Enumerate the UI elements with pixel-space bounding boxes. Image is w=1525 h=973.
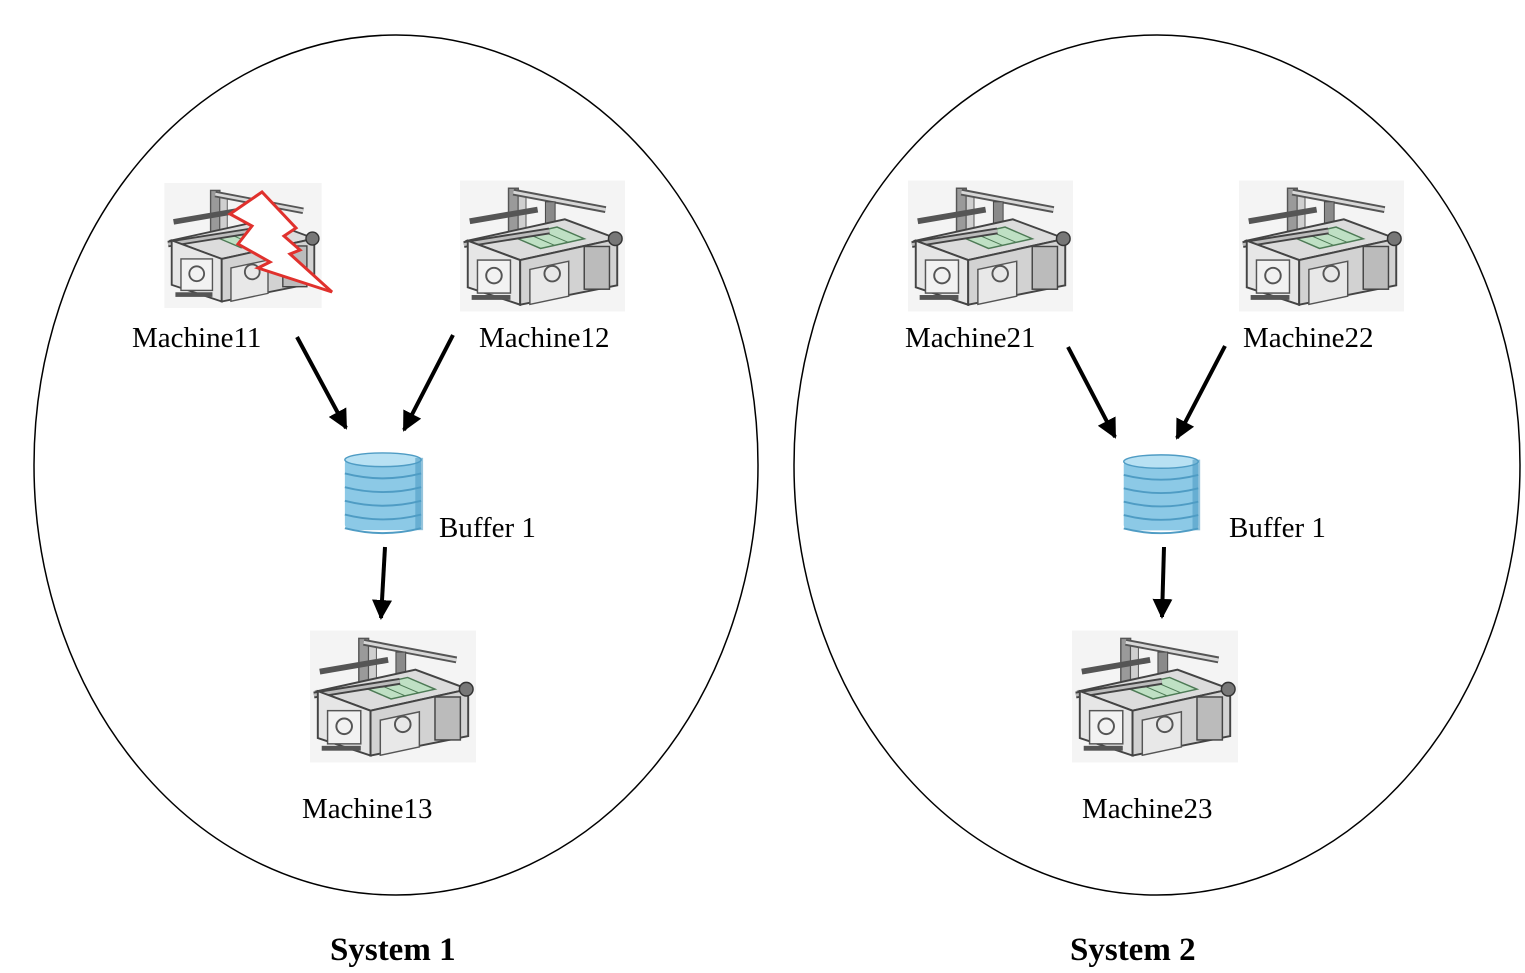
machine-11-icon bbox=[164, 183, 334, 308]
machine-22-icon bbox=[1239, 180, 1404, 311]
flow-arrow bbox=[402, 334, 455, 432]
flow-arrow bbox=[1066, 346, 1117, 439]
machine-23-icon bbox=[1072, 631, 1238, 763]
machine-12-icon bbox=[460, 180, 625, 311]
machine-21-icon bbox=[908, 180, 1073, 311]
system-2-boundary bbox=[793, 34, 1521, 896]
buffer-label: Buffer 1 bbox=[439, 512, 536, 544]
failure-bolt-icon bbox=[227, 190, 334, 294]
machine-13-icon bbox=[310, 631, 476, 763]
flow-arrow bbox=[1152, 546, 1173, 619]
machine-13-label: Machine13 bbox=[302, 793, 432, 825]
flow-arrow bbox=[372, 546, 392, 620]
flow-arrow bbox=[295, 336, 348, 430]
machine-23-label: Machine23 bbox=[1082, 793, 1212, 825]
system-1: Machine11 Machine12 Buffer 1 Machine13 S… bbox=[33, 34, 759, 968]
system-1-title: System 1 bbox=[330, 932, 456, 968]
machine-11-label: Machine11 bbox=[132, 322, 261, 354]
system-1-boundary bbox=[33, 34, 759, 896]
machine-21-label: Machine21 bbox=[905, 322, 1035, 354]
buffer-label: Buffer 1 bbox=[1229, 512, 1326, 544]
system-2: Machine21 Machine22 Buffer 1 Machine23 S… bbox=[793, 34, 1521, 968]
buffer-icon bbox=[1116, 452, 1206, 538]
flow-arrow bbox=[1175, 345, 1227, 440]
buffer-icon bbox=[337, 450, 429, 538]
system-2-title: System 2 bbox=[1070, 932, 1196, 968]
machine-22-label: Machine22 bbox=[1243, 322, 1373, 354]
machine-12-label: Machine12 bbox=[479, 322, 609, 354]
